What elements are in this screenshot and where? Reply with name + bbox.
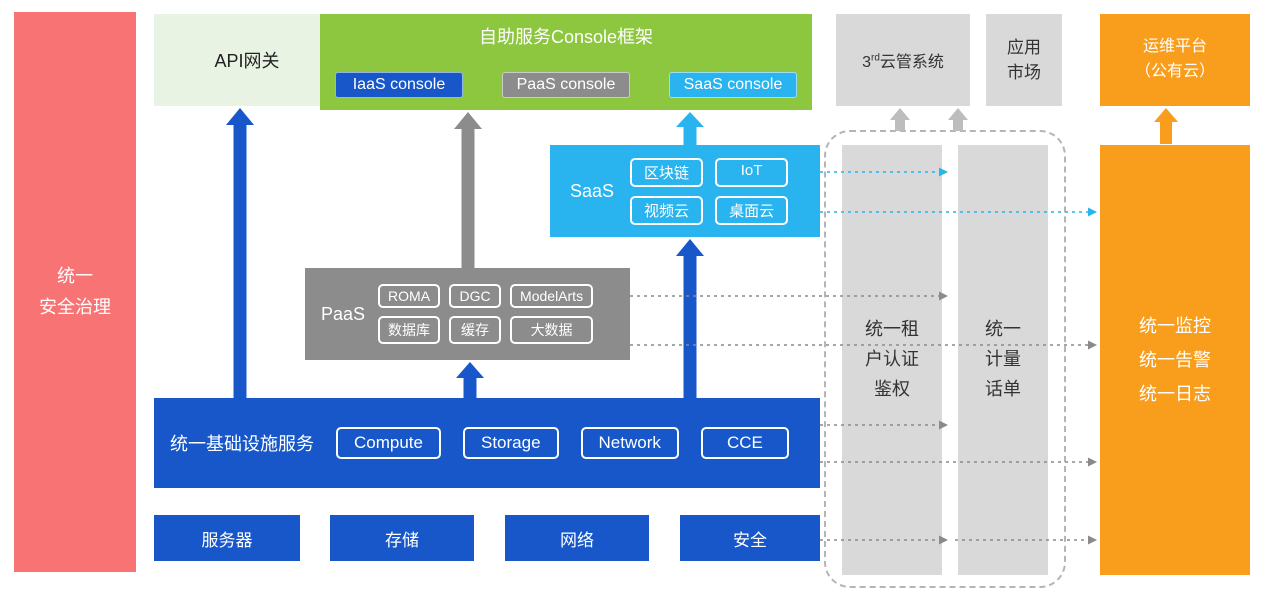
tenant-auth-bar: 统一租 户认证 鉴权	[842, 145, 942, 575]
api-gateway-box: API网关	[154, 14, 340, 106]
infra-item-storage: Storage	[462, 427, 559, 459]
arrow-metering-to-third-party	[948, 108, 968, 131]
hardware-network-label: 网络	[560, 530, 594, 550]
om-platform-box: 运维平台 （公有云）	[1100, 14, 1250, 106]
console-frame: 自助服务Console框架 IaaS console PaaS console …	[320, 14, 812, 110]
third-party-sup: rd	[870, 52, 880, 64]
paas-layer-label: PaaS	[321, 303, 366, 324]
arrow-infra-to-api-gateway	[226, 108, 254, 398]
saas-item-video-cloud: 视频云	[630, 195, 704, 225]
paas-item-dgc: DGC	[449, 284, 502, 308]
paas-item-database: 数据库	[378, 316, 441, 344]
saas-console-chip: SaaS console	[669, 72, 797, 98]
security-governance-label: 统一 安全治理	[39, 266, 111, 317]
om-platform-label: 运维平台 （公有云）	[1134, 38, 1215, 80]
saas-layer-box: SaaS 区块链 IoT 视频云 桌面云	[550, 145, 820, 237]
arrow-paas-to-console	[454, 112, 482, 268]
infra-item-compute: Compute	[336, 427, 441, 459]
tenant-auth-label: 统一租 户认证 鉴权	[865, 319, 919, 399]
app-market-box: 应用 市场	[986, 14, 1062, 106]
console-chip-row: IaaS console PaaS console SaaS console	[335, 72, 797, 98]
hardware-box-storage: 存储	[330, 515, 474, 561]
third-party-cloud-mgmt-label: 3rd云管系统	[862, 52, 944, 71]
paas-console-chip: PaaS console	[502, 72, 630, 98]
arrow-infra-to-paas	[456, 362, 484, 398]
security-governance-bar: 统一 安全治理	[14, 12, 136, 572]
hardware-box-server: 服务器	[154, 515, 300, 561]
app-market-label: 应用 市场	[1007, 37, 1041, 83]
infra-layer-box: 统一基础设施服务 Compute Storage Network CCE	[154, 398, 820, 488]
hardware-security-label: 安全	[733, 530, 767, 550]
paas-item-cache: 缓存	[449, 316, 502, 344]
metering-bar: 统一 计量 话单	[958, 145, 1048, 575]
third-party-cloud-mgmt-box: 3rd云管系统	[836, 14, 970, 106]
metering-label: 统一 计量 话单	[985, 319, 1021, 399]
paas-layer-box: PaaS ROMA DGC ModelArts 数据库 缓存 大数据	[305, 268, 630, 360]
infra-item-network: Network	[580, 427, 679, 459]
console-frame-title: 自助服务Console框架	[478, 27, 654, 47]
paas-item-roma: ROMA	[378, 284, 441, 308]
infra-item-cce: CCE	[700, 427, 789, 459]
api-gateway-label: API网关	[214, 51, 280, 71]
saas-item-iot: IoT	[715, 157, 789, 187]
monitoring-label: 统一监控 统一告警 统一日志	[1139, 315, 1211, 405]
shared-services-group	[824, 130, 1066, 588]
saas-item-blockchain: 区块链	[630, 157, 704, 187]
arrow-monitoring-to-om-platform	[1154, 108, 1178, 144]
paas-items-grid: ROMA DGC ModelArts 数据库 缓存 大数据	[378, 284, 594, 344]
iaas-console-chip: IaaS console	[335, 72, 463, 98]
hardware-server-label: 服务器	[201, 530, 253, 550]
arrow-saas-to-console	[676, 112, 704, 145]
monitoring-bar: 统一监控 统一告警 统一日志	[1100, 145, 1250, 575]
infra-layer-label: 统一基础设施服务	[170, 434, 314, 454]
saas-items-grid: 区块链 IoT 视频云 桌面云	[630, 157, 789, 225]
saas-item-desktop-cloud: 桌面云	[715, 195, 789, 225]
saas-layer-label: SaaS	[570, 180, 615, 201]
hardware-box-network: 网络	[505, 515, 649, 561]
paas-item-bigdata: 大数据	[510, 316, 594, 344]
hardware-box-security: 安全	[680, 515, 820, 561]
arrow-auth-to-third-party	[890, 108, 910, 131]
paas-item-modelarts: ModelArts	[510, 284, 594, 308]
hardware-storage-label: 存储	[385, 530, 419, 550]
arrow-infra-to-saas	[676, 239, 704, 398]
